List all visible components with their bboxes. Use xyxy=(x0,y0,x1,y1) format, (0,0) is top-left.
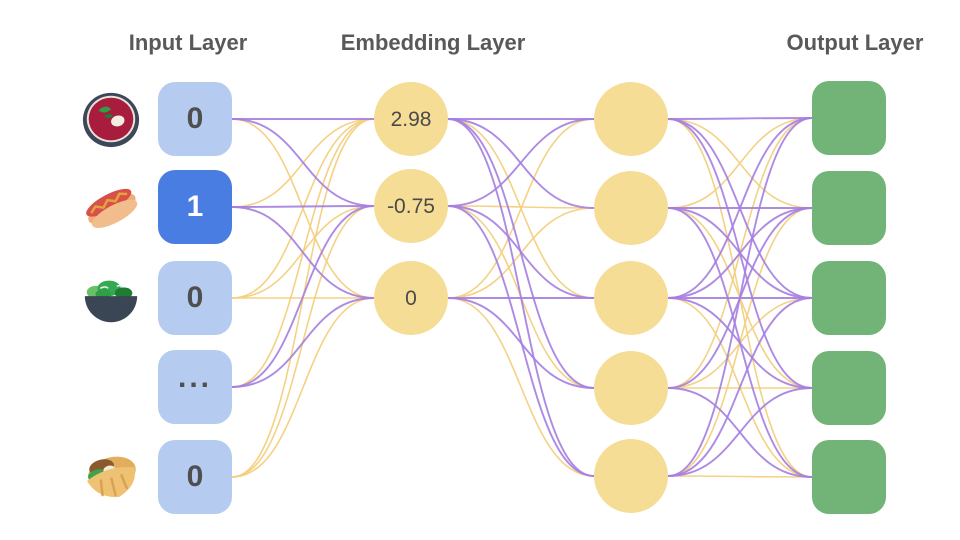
hidden-node xyxy=(594,82,668,156)
embedding-node: 0 xyxy=(374,261,448,335)
embedding-node-value: -0.75 xyxy=(387,194,435,218)
hidden-node xyxy=(594,261,668,335)
embedding-node-value: 0 xyxy=(405,286,417,310)
edge xyxy=(447,297,595,389)
output-layer-title: Output Layer xyxy=(786,30,924,55)
edge xyxy=(231,206,375,299)
edge xyxy=(667,117,813,209)
input-node-value: 0 xyxy=(186,102,204,135)
edges-hidden-output xyxy=(667,117,813,478)
hot-dog-icon xyxy=(80,176,142,238)
output-node xyxy=(812,81,886,155)
edge xyxy=(667,117,813,120)
edge xyxy=(231,118,375,299)
output-node xyxy=(812,261,886,335)
input-node: 0 xyxy=(158,261,232,335)
edge xyxy=(667,475,813,478)
output-node xyxy=(812,440,886,514)
edge xyxy=(447,205,595,299)
edge xyxy=(447,205,595,477)
edge xyxy=(231,297,375,388)
edge xyxy=(667,117,813,477)
input-node: 0 xyxy=(158,440,232,514)
embedding-node: -0.75 xyxy=(374,169,448,243)
hidden-node xyxy=(594,351,668,425)
edges-input-embedding xyxy=(231,118,375,388)
output-node xyxy=(812,171,886,245)
input-node-value: 1 xyxy=(186,190,204,223)
edge xyxy=(667,387,813,477)
hidden-node xyxy=(594,171,668,245)
hidden-node xyxy=(594,439,668,513)
edge xyxy=(447,297,595,477)
edge xyxy=(667,117,813,299)
input-node: 0 xyxy=(158,82,232,156)
stuffed-flatbread-icon xyxy=(80,446,142,508)
edge xyxy=(231,205,375,388)
input-node: 1 xyxy=(158,170,232,244)
embedding-node: 2.98 xyxy=(374,82,448,156)
edge xyxy=(667,297,813,389)
edge xyxy=(231,297,375,478)
embedding-layer-title: Embedding Layer xyxy=(340,30,526,55)
edge xyxy=(667,297,813,477)
input-node-value: 0 xyxy=(186,281,204,314)
edge xyxy=(667,207,813,299)
edge xyxy=(447,118,595,299)
edge xyxy=(231,118,375,207)
input-node-value: ... xyxy=(177,361,212,394)
input-layer-title: Input Layer xyxy=(128,30,248,55)
edge xyxy=(447,118,595,207)
output-node xyxy=(812,351,886,425)
input-node-value: 0 xyxy=(186,460,204,493)
input-node: ... xyxy=(158,350,232,424)
soup-icon xyxy=(80,88,142,150)
edges-embedding-hidden xyxy=(447,118,595,477)
salad-icon xyxy=(80,267,142,329)
edge xyxy=(231,205,375,208)
embedding-node-value: 2.98 xyxy=(390,107,432,131)
